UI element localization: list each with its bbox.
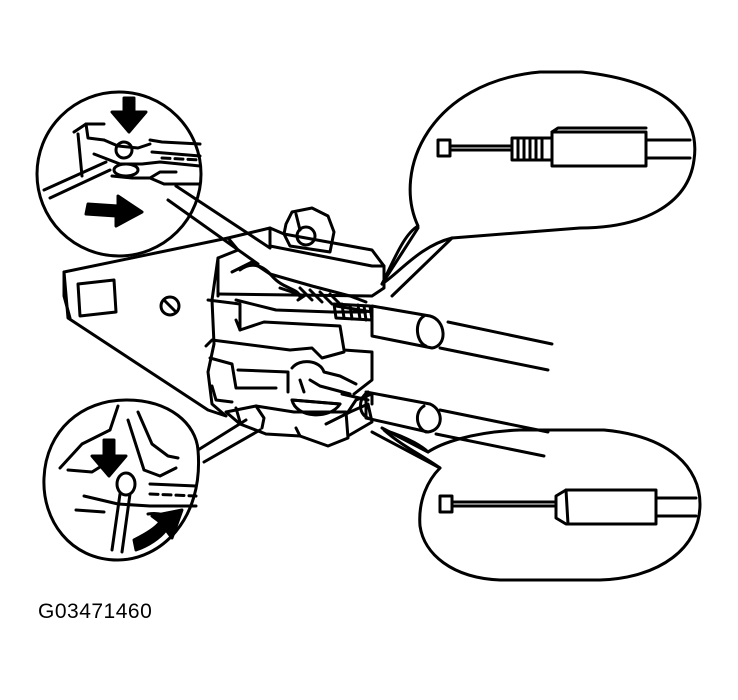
lower-cable bbox=[340, 390, 550, 458]
bottom-right-detail bbox=[382, 428, 702, 582]
right-arrow-icon bbox=[84, 194, 144, 228]
top-right-detail bbox=[380, 70, 697, 286]
mounting-hole bbox=[159, 295, 181, 317]
upper-clip-post bbox=[282, 206, 336, 254]
latch-assembly bbox=[62, 206, 386, 448]
mounting-slot bbox=[76, 278, 118, 318]
cable-end-cap bbox=[438, 494, 454, 514]
cable-end-cap bbox=[436, 138, 452, 158]
down-arrow-icon bbox=[90, 438, 128, 478]
curved-right-arrow-icon bbox=[132, 508, 184, 552]
down-arrow-icon bbox=[110, 96, 148, 134]
top-left-detail bbox=[35, 90, 203, 258]
figure-code: G03471460 bbox=[38, 600, 153, 623]
leader-lines bbox=[166, 184, 454, 470]
upper-cable bbox=[332, 302, 554, 372]
bottom-left-detail bbox=[42, 398, 201, 562]
